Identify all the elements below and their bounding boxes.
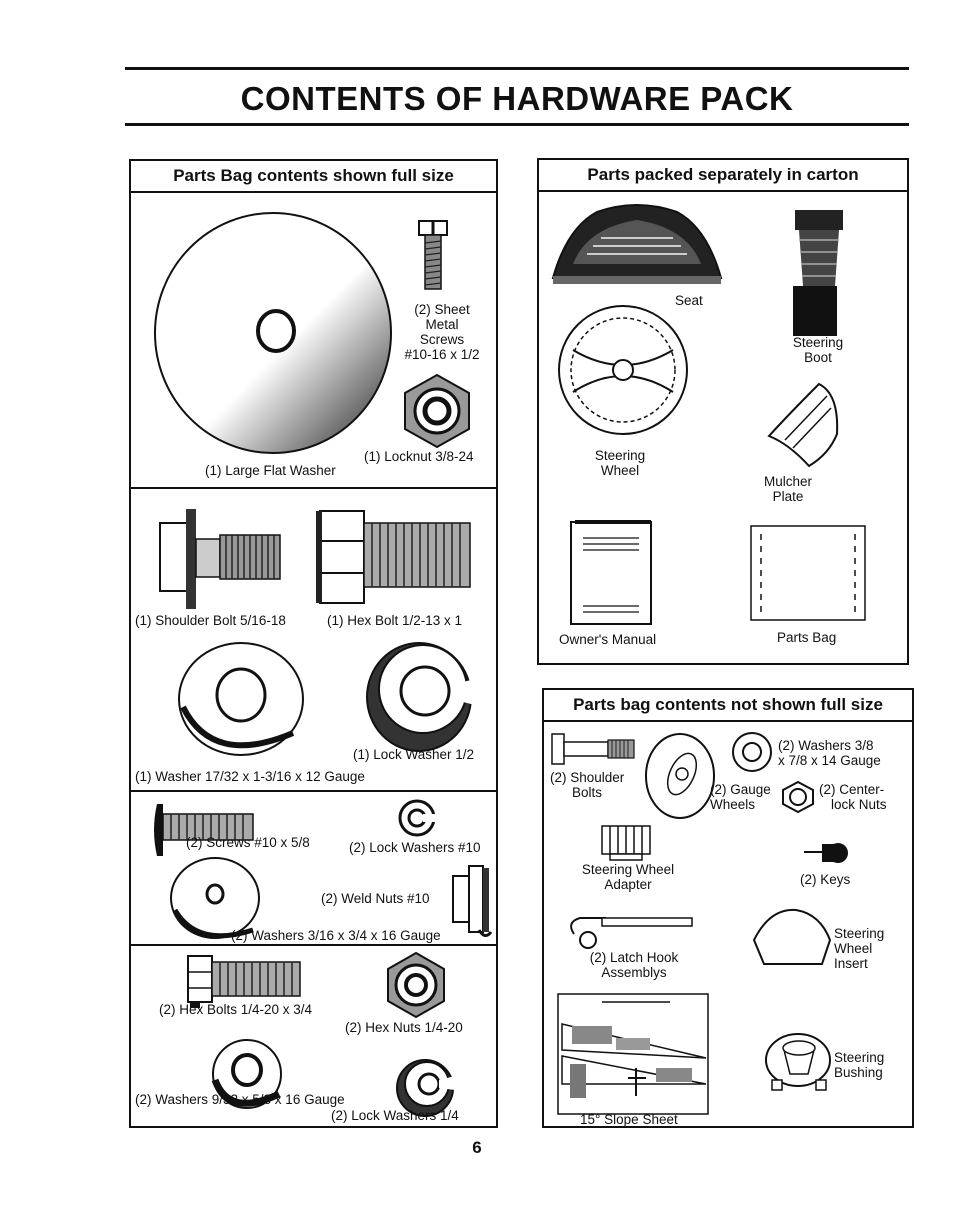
section-quarter-hardware: (2) Hex Bolts 1/4-20 x 3/4 (2) Hex Nuts … [131, 944, 496, 1126]
steering-wheel-insert-icon [752, 908, 832, 965]
shoulder-bolt-icon [159, 509, 281, 609]
seat-icon [551, 204, 723, 284]
hex-bolt-label: (1) Hex Bolt 1/2-13 x 1 [327, 613, 463, 628]
steering-bushing-label: Steering Bushing [834, 1050, 885, 1080]
parts-bag-full-size-panel: Parts Bag contents shown full size (2) S… [129, 159, 498, 1128]
title-rule-top [125, 67, 909, 70]
slope-sheet-icon [557, 993, 709, 1115]
slope-sheet-label: 15° Slope Sheet [580, 1112, 678, 1127]
latch-hook-icon [570, 917, 693, 949]
lock-washers-10-label: (2) Lock Washers #10 [349, 840, 481, 855]
section-large-washer: (2) Sheet Metal Screws #10-16 x 1/2 (1) … [131, 191, 496, 489]
sheet-metal-screws-label: (2) Sheet Metal Screws #10-16 x 1/2 [404, 302, 480, 362]
section-screws-10: (2) Screws #10 x 5/8 (2) Lock Washers #1… [131, 790, 496, 946]
sheet-metal-screw-icon [418, 220, 448, 290]
screws-10-label: (2) Screws #10 x 5/8 [186, 835, 310, 850]
gauge-wheels-label: (2) Gauge Wheels [710, 782, 771, 812]
lock-washer-half-icon [366, 642, 475, 752]
lock-washers-quarter-label: (2) Lock Washers 1/4 [331, 1108, 459, 1123]
section-bolts: (1) Shoulder Bolt 5/16-18 (1) Hex Bolt 1… [131, 487, 496, 792]
shoulder-bolt-label: (1) Shoulder Bolt 5/16-18 [135, 613, 286, 628]
large-flat-washer-label: (1) Large Flat Washer [205, 463, 336, 478]
lock-washer-10-icon [398, 799, 437, 837]
hex-bolt-quarter-icon [187, 955, 301, 1008]
steering-wheel-label: Steering Wheel [594, 448, 646, 478]
parts-bag-not-full-size-heading: Parts bag contents not shown full size [544, 690, 912, 722]
parts-carton-heading: Parts packed separately in carton [539, 160, 907, 192]
steering-wheel-insert-label: Steering Wheel Insert [834, 926, 885, 971]
lock-washer-half-label: (1) Lock Washer 1/2 [353, 747, 475, 762]
parts-bag-full-size-heading: Parts Bag contents shown full size [131, 161, 496, 193]
gauge-wheel-icon [645, 733, 715, 819]
locknut-icon [404, 373, 470, 449]
steering-wheel-adapter-icon [601, 825, 651, 861]
parts-bag-label: Parts Bag [777, 630, 837, 645]
mulcher-plate-icon [767, 382, 839, 468]
washer-9-32-icon [211, 1039, 282, 1109]
large-flat-washer-icon [154, 212, 392, 454]
parts-bag-icon [750, 525, 866, 621]
washers-9-32-label: (2) Washers 9/32 x 5/8 x 16 Gauge [135, 1092, 345, 1107]
weld-nuts-label: (2) Weld Nuts #10 [321, 891, 430, 906]
page-title: CONTENTS OF HARDWARE PACK [240, 80, 794, 117]
washers-3-16-label: (2) Washers 3/16 x 3/4 x 16 Gauge [231, 928, 441, 943]
mulcher-plate-label: Mulcher Plate [763, 474, 812, 504]
title-rule-bottom [125, 123, 909, 126]
steering-wheel-adapter-label: Steering Wheel Adapter [581, 862, 675, 892]
washer-17-32-label: (1) Washer 17/32 x 1-3/16 x 12 Gauge [135, 769, 365, 784]
hex-nut-quarter-icon [387, 951, 445, 1019]
latch-hook-label: (2) Latch Hook Assemblys [589, 950, 679, 980]
shoulder-bolts-label: (2) Shoulder Bolts [550, 770, 625, 800]
parts-bag-not-full-size-panel: Parts bag contents not shown full size (… [542, 688, 914, 1128]
parts-carton-panel: Parts packed separately in carton Seat S… [537, 158, 909, 665]
center-lock-nut-icon [782, 780, 814, 814]
weld-nut-icon [452, 865, 493, 937]
hex-nuts-quarter-label: (2) Hex Nuts 1/4-20 [345, 1020, 463, 1035]
center-lock-nuts-label: (2) Center- lock Nuts [819, 782, 887, 812]
washer-3-8-icon [732, 732, 772, 772]
owners-manual-icon [570, 520, 652, 625]
locknut-label: (1) Locknut 3/8-24 [364, 449, 474, 464]
steering-boot-icon [793, 210, 843, 336]
lock-washer-quarter-icon [396, 1059, 455, 1117]
seat-label: Seat [675, 293, 703, 308]
page-number: 6 [472, 1138, 482, 1157]
washer-3-16-icon [170, 857, 260, 939]
washers-3-8-label: (2) Washers 3/8 x 7/8 x 14 Gauge [778, 738, 881, 768]
washer-17-32-icon [178, 642, 304, 756]
steering-bushing-icon [765, 1033, 831, 1091]
key-icon [804, 843, 848, 863]
steering-wheel-icon [558, 305, 688, 435]
steering-boot-label: Steering Boot [792, 335, 844, 365]
owners-manual-label: Owner's Manual [559, 632, 657, 647]
hex-bolt-icon [316, 510, 471, 604]
screw-10-icon [154, 804, 254, 856]
shoulder-bolts-icon [551, 733, 635, 765]
keys-label: (2) Keys [800, 872, 851, 887]
hex-bolts-quarter-label: (2) Hex Bolts 1/4-20 x 3/4 [159, 1002, 313, 1017]
